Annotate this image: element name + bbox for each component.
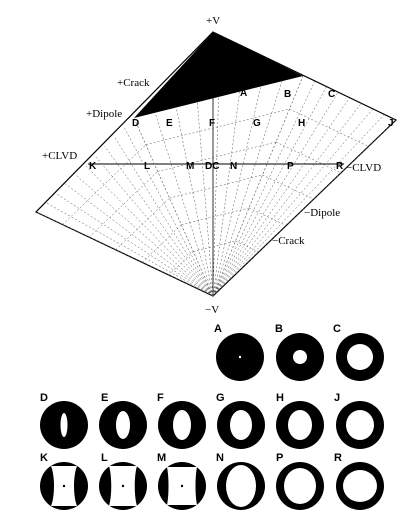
beachball-label-a: A [214,323,222,335]
beachball-label-m: M [157,452,166,464]
grid-contour-line [145,108,290,145]
beachball-label-e: E [101,392,108,404]
point-label-b: B [284,89,291,100]
grid-radial-line [84,164,214,297]
label-minus-crack: −Crack [272,235,305,247]
grid-contour-line [142,224,182,263]
beachball-c [336,333,384,381]
beachball-label-b: B [275,323,283,335]
lattice-plot [34,31,398,297]
grid-radial-line [212,103,362,297]
label-plus-clvd: +CLVD [42,150,77,162]
point-label-k: K [89,161,97,172]
beachball-d [40,401,88,449]
grid-radial-line [35,211,214,297]
point-label-l: L [144,161,150,172]
point-label-a: A [240,88,247,99]
point-label-g: G [253,118,261,129]
point-label-h: H [298,118,305,129]
grid-radial-line [212,97,350,297]
beachball-label-k: K [40,452,48,464]
label-plus-crack: +Crack [117,77,150,89]
grid-contour-line [115,197,170,250]
beachball-label-l: L [101,452,108,464]
beachball-label-p: P [276,452,283,464]
point-label-p: P [287,161,294,172]
grid-radial-line [212,108,373,297]
grid-radial-line [133,117,214,297]
grid-radial-line [212,81,315,297]
beachball-n [217,462,265,510]
grid-radial-line [123,127,214,297]
grid-contour-line [289,108,369,147]
beachball-label-d: D [40,392,48,404]
grid-radial-line [55,192,214,297]
grid-radial-line [176,107,214,297]
grid-radial-line [45,202,214,297]
label-minus-v: −V [205,304,219,316]
beachball-label-r: R [334,452,342,464]
grid-radial-line [212,81,283,297]
label-minus-dipole: −Dipole [304,207,340,219]
label-plus-v: +V [206,15,220,27]
beachball-k [40,462,88,510]
beachball-label-c: C [333,323,341,335]
point-label-m: M [186,161,194,172]
beachball-label-n: N [216,452,224,464]
point-label-j: J [388,118,394,129]
beachball-label-j: J [334,392,340,404]
grid-radial-line [212,96,219,297]
point-label-d: D [132,118,139,129]
beachball-p [276,462,324,510]
beachball-h [276,401,324,449]
lattice-point-labels: A B C D E F G H J K L M DC N P R [89,88,394,172]
point-label-dc: DC [205,161,219,172]
grid-radial-line [104,146,214,297]
grid-radial-line [154,112,214,297]
grid-radial-line [75,174,214,297]
grid-contour-line [248,207,287,226]
dashed-grid [35,75,397,297]
point-label-e: E [166,118,173,129]
point-label-n: N [230,161,237,172]
point-label-r: R [336,161,344,172]
grid-contour-line [157,141,277,172]
beachball-e [99,401,147,449]
grid-contour-line [235,240,259,253]
grid-contour-line [275,141,342,174]
grid-contour-line [168,251,194,276]
grid-contour-line [193,240,236,252]
grid-radial-line [114,136,214,297]
label-plus-dipole: +Dipole [86,108,122,120]
grid-contour-line [262,174,314,200]
point-label-c: C [328,89,335,100]
beachball-g [217,401,265,449]
grid-contour-line [62,144,147,225]
beachball-r [336,462,384,510]
beachball-label-f: F [157,392,164,404]
beachball-m [158,462,206,510]
beachball-l [99,462,147,510]
grid-radial-line [212,114,385,297]
beachball-j [336,401,384,449]
beachball-label-h: H [276,392,284,404]
grid-radial-line [65,183,214,297]
point-label-f: F [209,118,215,129]
label-minus-clvd: −CLVD [346,162,381,174]
beachball-b [276,333,324,381]
shaded-region [134,32,303,118]
grid-radial-line [197,102,214,297]
beachball-f [158,401,206,449]
beachball-a [216,333,264,381]
beachball-label-g: G [216,392,225,404]
grid-radial-line [94,155,214,297]
beachball-grid: A B C D E F G H J [40,323,384,510]
